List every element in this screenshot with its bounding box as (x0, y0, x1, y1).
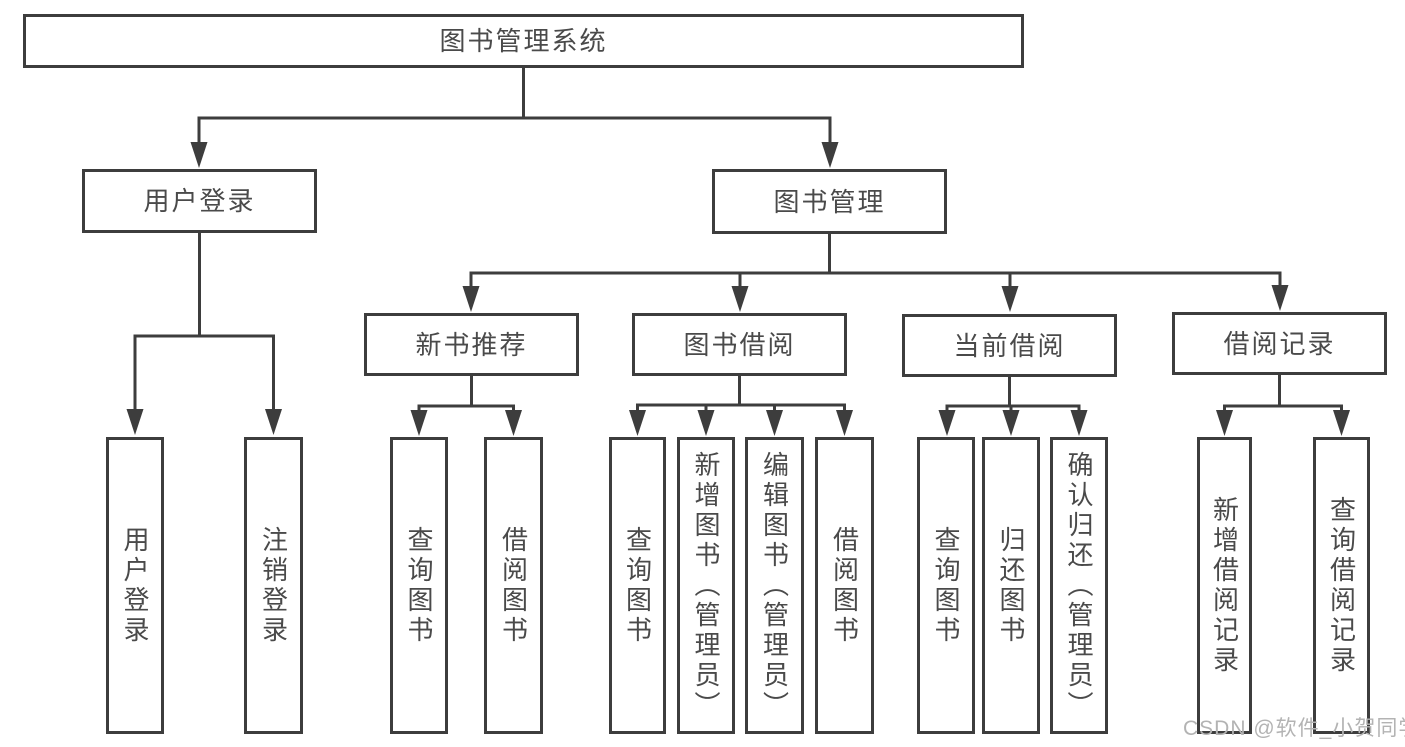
node-current-borrowing: 当前借阅 (902, 314, 1117, 377)
connector-book-borrowing-to-leaves (636, 374, 846, 413)
arrowheads (126, 142, 1350, 436)
arrowhead (1070, 410, 1088, 436)
connector-book-management-to-level3 (469, 232, 1282, 290)
arrowhead (505, 410, 522, 436)
node-new-book-recommend: 新书推荐 (364, 313, 579, 376)
arrowhead (410, 410, 428, 436)
arrowhead (1002, 410, 1020, 436)
node-book-borrowing: 图书借阅 (632, 313, 847, 376)
leaf-query-books-borrowing: 查询图书 (609, 437, 666, 734)
leaf-borrow-books-recommend: 借阅图书 (484, 437, 543, 734)
connector-root-to-level2 (197, 66, 832, 146)
arrowhead (462, 286, 480, 312)
arrowhead (1216, 410, 1233, 436)
arrowhead (821, 142, 839, 168)
leaf-edit-book-admin: 编辑图书（管理员） (745, 437, 804, 734)
leaf-confirm-return-admin: 确认归还（管理员） (1050, 437, 1108, 734)
arrowhead (1001, 286, 1019, 312)
arrowhead (126, 409, 144, 435)
connector-current-borrowing-to-leaves (945, 375, 1081, 413)
leaf-query-borrow-record: 查询借阅记录 (1313, 437, 1370, 734)
arrowhead (697, 410, 715, 436)
arrowhead (731, 286, 749, 312)
connector-borrowing-records-to-leaves (1223, 373, 1343, 413)
connector-user-login-to-leaves (133, 231, 275, 412)
leaf-return-books: 归还图书 (982, 437, 1040, 734)
arrowhead (836, 410, 853, 436)
arrowhead (1333, 410, 1350, 436)
leaf-user-login: 用户登录 (106, 437, 164, 734)
arrowhead (766, 410, 783, 436)
arrowhead (265, 409, 282, 435)
leaf-logout: 注销登录 (244, 437, 303, 734)
leaf-query-books-current: 查询图书 (917, 437, 975, 734)
arrowhead (190, 142, 208, 168)
node-root-system: 图书管理系统 (23, 14, 1024, 68)
leaf-borrow-books-borrowing: 借阅图书 (815, 437, 874, 734)
node-borrowing-records: 借阅记录 (1172, 312, 1387, 375)
leaf-add-borrow-record: 新增借阅记录 (1197, 437, 1252, 734)
arrowhead (938, 410, 956, 436)
arrowhead (1271, 285, 1289, 311)
arrowhead (629, 410, 646, 436)
leaf-add-book-admin: 新增图书（管理员） (677, 437, 735, 734)
leaf-query-books-recommend: 查询图书 (390, 437, 448, 734)
watermark: CSDN @软件_小贺同学 (1183, 717, 1405, 740)
node-book-management: 图书管理 (712, 169, 947, 234)
connector-new-book-recommend-to-leaves (417, 374, 515, 413)
node-user-login: 用户登录 (82, 169, 317, 233)
